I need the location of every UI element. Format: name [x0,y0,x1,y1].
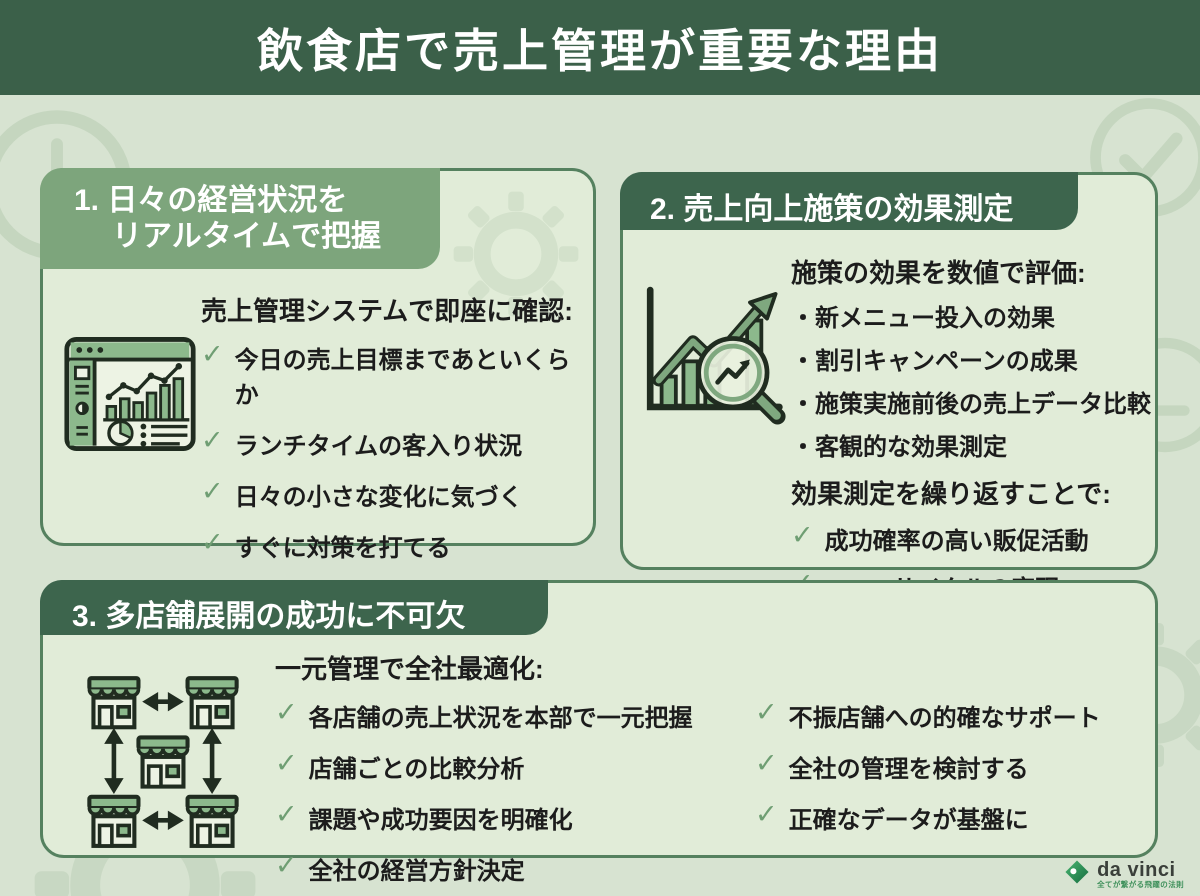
checklist-item-text: 不振店舗への的確なサポート [788,705,1101,732]
checklist-item: ✓ 正確なデータが基盤に [755,799,1101,835]
checklist-item: ✓ 店舗ごとの比較分析 [275,748,755,784]
card3-badge: 3. 多店舗展開の成功に不可欠 [40,580,548,635]
card3-checklist-right: ✓ 不振店舗への的確なサポート ✓ 全社の管理を検討する ✓ 正確なデータが基盤に [755,697,1101,896]
card-multistore-expansion: 3. 多店舗展開の成功に不可欠 [40,580,1158,885]
brand-tagline: 全てが繋がる飛躍の法則 [1097,880,1184,890]
bullet-item: ・新メニュー投入の効果 [791,298,1151,333]
checklist-item: ✓ 課題や成功要因を明確化 [275,799,755,835]
check-icon: ✓ [755,799,778,829]
card1-badge-line2: リアルタイムで把握 [112,220,382,253]
bullet-item-text: ・施策実施前後の売上データ比較 [791,391,1151,418]
check-icon: ✓ [275,697,298,727]
check-icon: ✓ [755,697,778,727]
check-icon: ✓ [201,527,224,557]
card2-intro-repeat: 効果測定を繰り返すことで: [791,479,1111,509]
checklist-item-text: ランチタイムの客入り状況 [234,433,523,460]
bullet-item-text: ・客観的な効果測定 [791,434,1007,461]
checklist-item: ✓ ランチタイムの客入り状況 [201,425,585,461]
card1-badge-line1: 1. 日々の経営状況を [74,184,348,217]
bullet-item: ・割引キャンペーンの成果 [791,341,1151,376]
brand-diamond-icon [1064,859,1090,890]
card1-badge: 1. 日々の経営状況を リアルタイムで把握 [40,168,440,269]
gear-watermark-icon [451,189,581,324]
header: 飲食店で売上管理が重要な理由 [0,0,1200,95]
card-effect-measurement: 2. 売上向上施策の効果測定 [620,172,1158,651]
check-icon: ✓ [755,748,778,778]
card2-intro-evaluate: 施策の効果を数値で評価: [791,258,1086,288]
checklist-item: ✓ 全社の管理を検討する [755,748,1101,784]
checklist-item: ✓ 全社の経営方針決定 [275,850,755,886]
checklist-item-text: 正確なデータが基盤に [788,807,1029,834]
checklist-item-text: 成功確率の高い販促活動 [824,528,1089,555]
card3-checklist-left: ✓ 各店舗の売上状況を本部で一元把握 ✓ 店舗ごとの比較分析 ✓ 課題や成功要因を明確… [275,697,755,896]
check-icon: ✓ [275,748,298,778]
bullet-item-text: ・割引キャンペーンの成果 [791,348,1078,375]
check-icon: ✓ [791,520,814,550]
page-title: 飲食店で売上管理が重要な理由 [257,24,943,77]
card-realtime-status: 1. 日々の経営状況を リアルタイムで把握 [40,168,596,613]
checklist-item-text: 全社の経営方針決定 [308,858,525,885]
bullet-item-text: ・新メニュー投入の効果 [791,305,1055,332]
growth-analysis-icon [623,273,791,665]
brand-logo: da vinci 全てが繋がる飛躍の法則 [1064,859,1184,890]
check-icon: ✓ [275,799,298,829]
checklist-item-text: 全社の管理を検討する [788,756,1029,783]
checklist-item: ✓ すぐに対策を打てる [201,527,585,563]
check-icon: ✓ [201,476,224,506]
card1-intro: 売上管理システムで即座に確認: [201,296,573,326]
bullet-item: ・施策実施前後の売上データ比較 [791,384,1151,419]
brand-name: da vinci [1097,859,1176,882]
checklist-item-text: 日々の小さな変化に気づく [234,484,523,511]
checklist-item: ✓ 不振店舗への的確なサポート [755,697,1101,733]
checklist-item-text: 今日の売上目標まであといくらか [234,347,571,409]
sales-dashboard-icon [43,335,201,630]
check-icon: ✓ [201,339,224,369]
card1-checklist: ✓ 今日の売上目標まであといくらか ✓ ランチタイムの客入り状況 ✓ 日々の小さな変化… [201,339,585,614]
card2-bullet-list: ・新メニュー投入の効果 ・割引キャンペーンの成果 ・施策実施前後の売上データ比較… [791,298,1151,462]
card2-badge: 2. 売上向上施策の効果測定 [620,172,1078,230]
check-icon: ✓ [275,850,298,880]
checklist-item: ✓ 日々の小さな変化に気づく [201,476,585,512]
checklist-item: ✓ 今日の売上目標まであといくらか [201,339,585,410]
checklist-item-text: 店舗ごとの比較分析 [308,756,525,783]
store-network-icon [43,671,275,896]
checklist-item-text: すぐに対策を打てる [234,535,451,562]
bullet-item: ・客観的な効果測定 [791,427,1151,462]
checklist-item: ✓ 各店舗の売上状況を本部で一元把握 [275,697,755,733]
checklist-item-text: 課題や成功要因を明確化 [308,807,573,834]
checklist-item: ✓ 成功確率の高い販促活動 [791,520,1151,556]
card3-intro: 一元管理で全社最適化: [275,654,544,684]
check-icon: ✓ [201,425,224,455]
checklist-item-text: 各店舗の売上状況を本部で一元把握 [308,705,693,732]
